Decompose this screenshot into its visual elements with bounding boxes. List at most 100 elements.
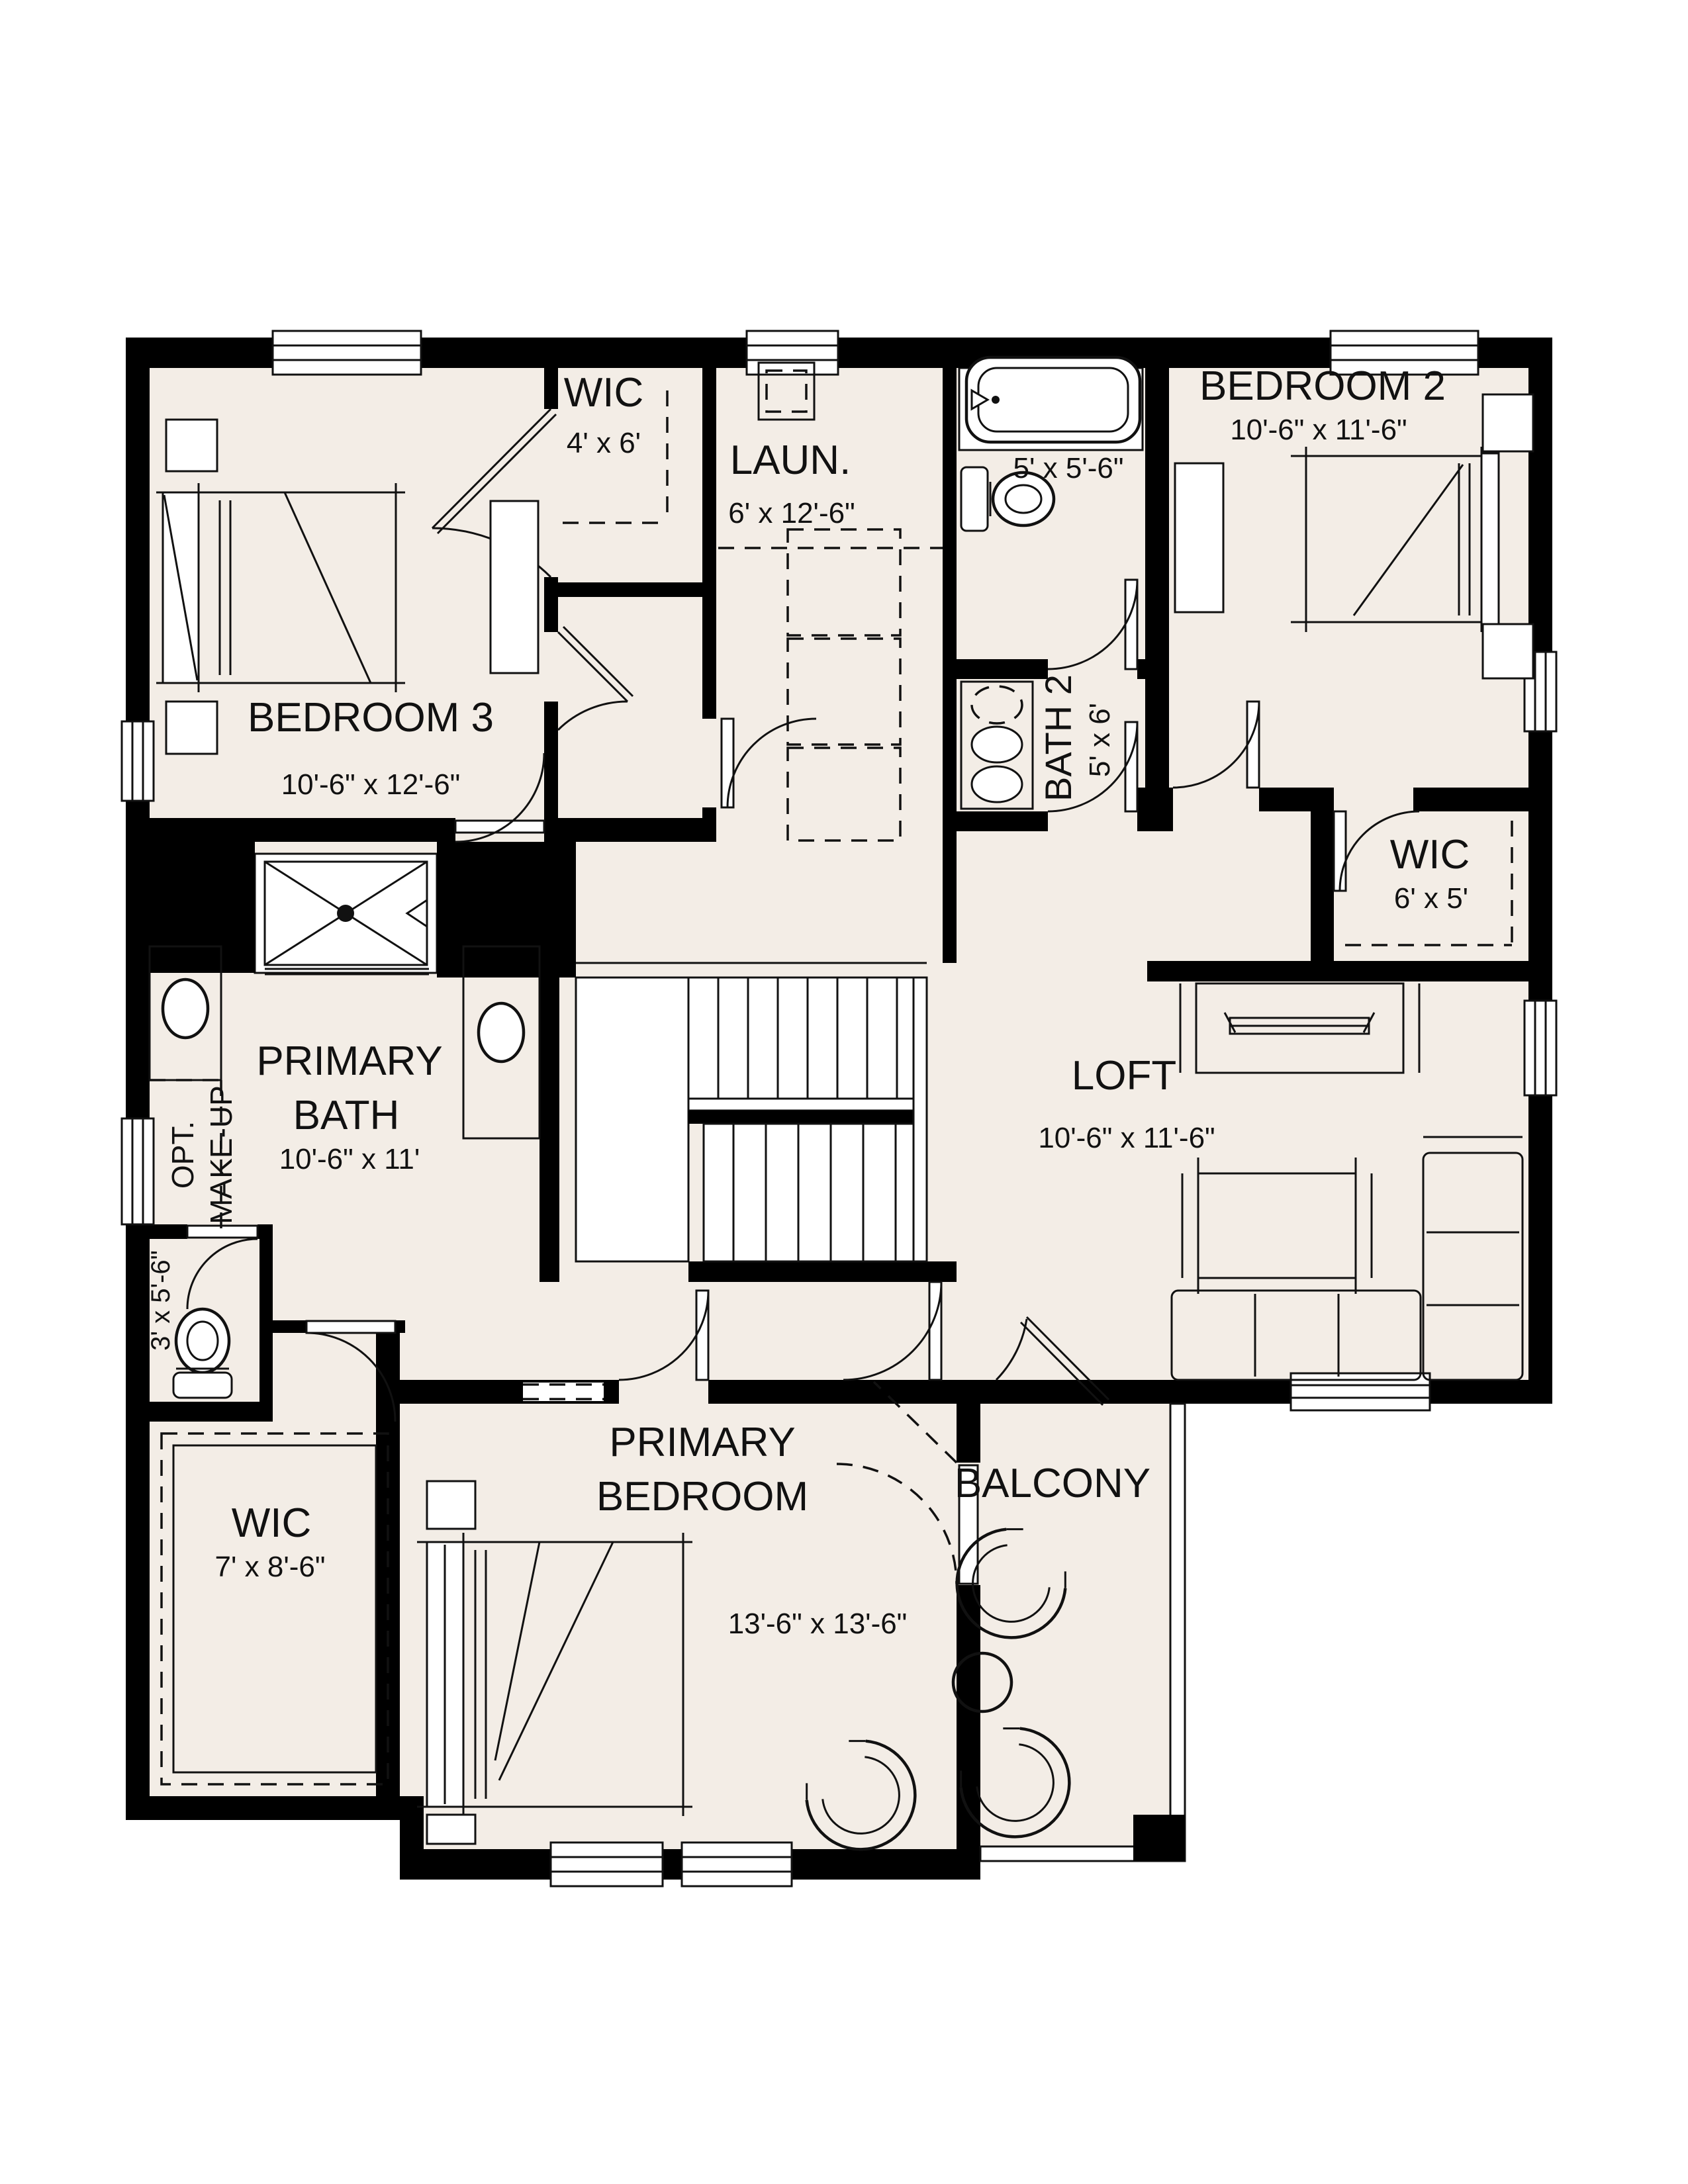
wall-step [400, 1820, 424, 1880]
bed-primary-icon [417, 1480, 692, 1845]
walls [126, 338, 1552, 1880]
label-primary-bedroom-1: PRIMARY [609, 1420, 795, 1465]
washer-outline [786, 528, 902, 637]
chair-balcony-1-icon [955, 1527, 1067, 1639]
shower-icon [263, 860, 429, 976]
fixtures [148, 355, 1142, 1399]
door-bedroom3-closet [557, 625, 634, 731]
label-opt: OPT. [165, 1121, 200, 1189]
stair-upper-treads [717, 978, 898, 1099]
window-right-loft [1523, 999, 1558, 1097]
chair-balcony-2-icon [959, 1727, 1071, 1839]
balcony-table-icon [951, 1651, 1013, 1713]
stair-mid-band [688, 1111, 927, 1124]
dim-wic-primary: 7' x 8'-6" [215, 1551, 326, 1583]
wall-toilet-top-b [258, 1224, 273, 1239]
stair-lower-run [702, 1122, 928, 1263]
wic2-shelf [1345, 821, 1513, 946]
label-laundry: LAUN. [730, 437, 851, 483]
wall-toilet-top-a [126, 1224, 187, 1239]
stair-right-rail [912, 976, 928, 1263]
balcony-rails [979, 1402, 1186, 1862]
wall-bath-bedroom2 [1145, 368, 1169, 788]
window-loft-bottom [1289, 1372, 1431, 1412]
wic3-shelves [160, 1432, 389, 1786]
wall-laundry-left [702, 368, 716, 719]
wall-b3-closet-a [544, 368, 558, 409]
stair-mid-rail [687, 1097, 928, 1112]
window-bedroom2-top [1329, 330, 1479, 376]
label-wic-primary: WIC [232, 1500, 312, 1546]
wall-pbr-top-b [708, 1380, 957, 1404]
label-primary-bath-1: PRIMARY [256, 1038, 442, 1084]
window-left-primary-bath [120, 1117, 155, 1226]
wall-bedroom3-bottom [126, 818, 455, 842]
bed-bedroom2-icon [1291, 393, 1534, 680]
wall-wic3-top-a [259, 1320, 306, 1333]
stairs [576, 962, 928, 1263]
label-balcony: BALCONY [955, 1461, 1150, 1506]
loft-tv-console-icon [1179, 982, 1421, 1074]
door-bedroom3 [454, 752, 545, 843]
loft-coffee-table-icon [1181, 1158, 1373, 1294]
wall-tub-bottom-a [957, 659, 1048, 679]
wic1-shelf [563, 390, 669, 524]
dim-bedroom2: 10'-6" x 11'-6" [1230, 414, 1407, 446]
label-loft: LOFT [1072, 1053, 1176, 1099]
wall-wic2-bottom [1147, 961, 1528, 981]
toilet-primary-icon [172, 1307, 233, 1399]
dim-tub-area: 5' x 5'-6" [1013, 452, 1124, 484]
wall-stub-bath2 [1137, 788, 1173, 831]
wall-stair-left [539, 978, 559, 1282]
window-laundry-top [745, 330, 839, 376]
opening-optional-wic-pbr [523, 1383, 604, 1401]
dryer-outline [786, 637, 902, 746]
label-wic-bedroom3: WIC [564, 370, 644, 416]
primary-bath-vanity-right [462, 945, 541, 1140]
door-tub-room [1047, 578, 1139, 670]
window-pbr-bottom-1 [549, 1841, 664, 1888]
wall-bedroom2-bottom-b [1413, 788, 1528, 811]
wall-hall-top-left [544, 818, 716, 842]
wall-shower-right-block [437, 842, 576, 978]
door-wic-hall [1333, 810, 1420, 892]
wall-right [1528, 338, 1552, 1404]
door-toilet-room [186, 1224, 259, 1310]
wall-tub-bottom-b [1137, 659, 1145, 679]
label-primary-bedroom-2: BEDROOM [596, 1474, 808, 1520]
dim-toilet-room: 3' x 5'-6" [146, 1250, 175, 1351]
wall-wic1-bottom [544, 582, 702, 597]
furniture [156, 393, 1534, 1851]
wall-balcony-top [980, 1380, 1170, 1404]
bed-bedroom3-icon [156, 418, 405, 755]
wall-toilet-bottom [126, 1402, 273, 1422]
dim-wic-hall: 6' x 5' [1394, 882, 1468, 915]
door-loft-balcony [995, 1316, 1110, 1406]
linen-cabinet [757, 361, 816, 421]
balcony-post [1133, 1815, 1185, 1861]
label-bath2: BATH 2 [1037, 674, 1079, 801]
wall-wic3-top-b [395, 1320, 405, 1333]
dim-laundry: 6' x 12'-6" [728, 497, 855, 529]
dresser-bedroom3-icon [489, 500, 539, 674]
window-pbr-bottom-2 [680, 1841, 793, 1888]
door-balcony-optional [836, 1381, 979, 1585]
window-left-bedroom3 [120, 720, 155, 802]
label-primary-bath-2: BATH [293, 1093, 400, 1138]
door-wic-primary [305, 1320, 397, 1422]
windows [120, 330, 1558, 1888]
dresser-bedroom2-icon [1174, 462, 1225, 614]
laundry-counter-outline [786, 747, 902, 842]
door-loft [843, 1281, 943, 1381]
wall-b3-closet-c [544, 702, 558, 818]
wall-bath2-bottom [957, 811, 1048, 831]
dim-primary-bedroom: 13'-6" x 13'-6" [728, 1608, 908, 1640]
bath2-vanity [960, 680, 1034, 810]
dim-bedroom3: 10'-6" x 12'-6" [281, 768, 461, 801]
wall-wic-bottom [126, 1796, 424, 1820]
label-bedroom3: BEDROOM 3 [248, 695, 494, 741]
balcony-rail-right [1169, 1402, 1186, 1862]
door-primary-bedroom [618, 1289, 710, 1381]
wall-pbr-right-upper [957, 1380, 980, 1463]
